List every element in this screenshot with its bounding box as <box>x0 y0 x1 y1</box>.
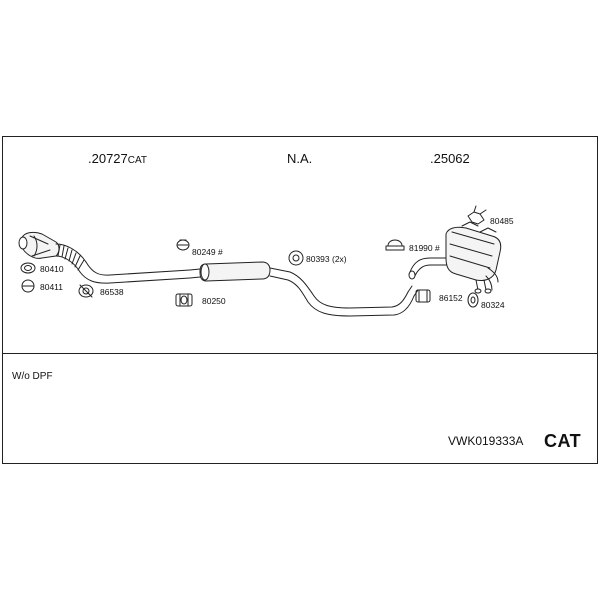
part-label-86152: 86152 <box>439 293 463 303</box>
clamp-86538-icon <box>78 284 94 298</box>
gasket-80410-icon <box>20 262 36 274</box>
flex-pipe-part <box>55 243 87 273</box>
section-divider <box>2 353 598 354</box>
header-rear-number: .25062 <box>430 151 470 166</box>
clamp-80411-icon <box>21 279 35 293</box>
clamp-86152-icon <box>415 289 431 303</box>
header-front-number: .20727 <box>88 151 128 166</box>
clamp-81990-icon <box>385 239 405 251</box>
hanger-80485-icon <box>467 205 487 225</box>
header-middle-section: N.A. <box>287 151 312 166</box>
part-label-80410: 80410 <box>40 264 64 274</box>
dpf-note: W/o DPF <box>12 371 53 382</box>
header-front-suffix: CAT <box>127 155 148 166</box>
diagram-frame <box>2 136 598 464</box>
header-front-section: .20727CAT <box>88 151 147 166</box>
catalytic-converter-part <box>18 231 60 259</box>
part-label-80393: 80393 (2x) <box>306 254 347 264</box>
hanger-80324-icon <box>467 292 479 308</box>
part-label-86538: 86538 <box>100 287 124 297</box>
part-label-80411: 80411 <box>40 282 64 292</box>
part-label-80485: 80485 <box>490 216 514 226</box>
kit-code: VWK019333A <box>448 434 524 448</box>
part-label-80324: 80324 <box>481 300 505 310</box>
part-label-80249: 80249 # <box>192 247 223 257</box>
hanger-80393-icon <box>288 250 304 266</box>
rear-silencer-part <box>445 221 502 294</box>
front-pipe-part <box>79 261 191 284</box>
header-rear-section: .25062 <box>430 151 470 166</box>
clamp-80250-icon <box>175 293 193 307</box>
header-middle-number: N.A. <box>287 151 313 166</box>
hanger-80249-icon <box>176 239 190 251</box>
part-label-81990: 81990 # <box>409 243 440 253</box>
cat-label: CAT <box>544 431 582 451</box>
part-label-80250: 80250 <box>202 296 226 306</box>
center-silencer-part <box>189 261 415 317</box>
